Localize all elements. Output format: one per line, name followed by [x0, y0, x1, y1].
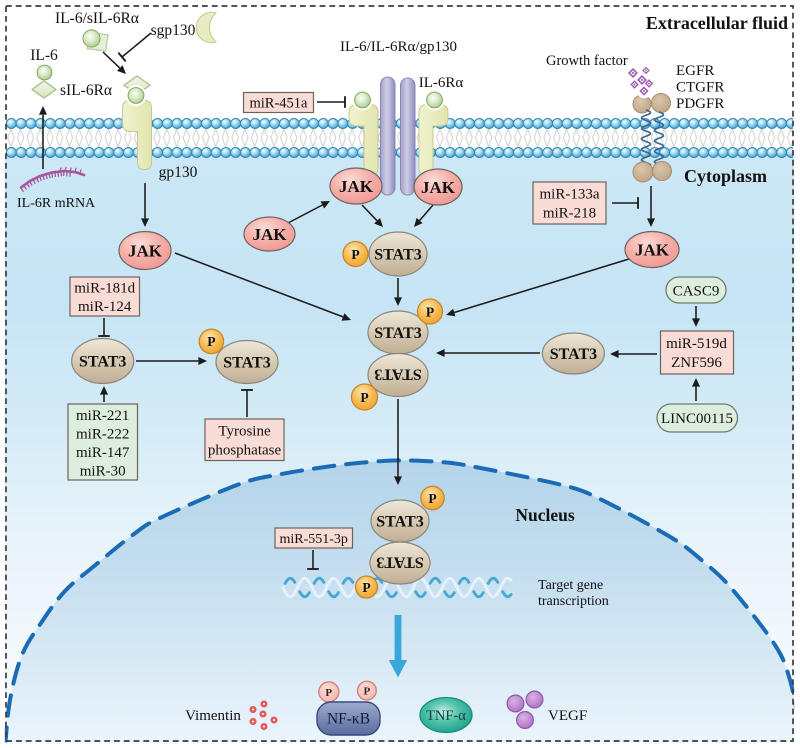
- svg-text:sgp130: sgp130: [151, 22, 196, 39]
- svg-text:transcription: transcription: [538, 594, 609, 609]
- svg-text:miR-147: miR-147: [76, 445, 130, 461]
- svg-text:miR-519d: miR-519d: [666, 336, 727, 352]
- svg-text:IL-6: IL-6: [30, 47, 58, 64]
- svg-text:P: P: [351, 247, 359, 262]
- svg-text:PDGFR: PDGFR: [676, 96, 724, 112]
- svg-text:STAT3: STAT3: [374, 325, 421, 342]
- svg-text:miR-181d: miR-181d: [74, 281, 135, 297]
- svg-text:STAT3: STAT3: [223, 355, 270, 372]
- svg-text:JAK: JAK: [635, 241, 670, 260]
- svg-text:ZNF596: ZNF596: [671, 355, 722, 371]
- svg-text:sIL-6Rα: sIL-6Rα: [60, 82, 112, 99]
- svg-text:miR-218: miR-218: [543, 206, 596, 222]
- svg-text:LINC00115: LINC00115: [661, 411, 733, 427]
- svg-text:P: P: [364, 686, 371, 698]
- svg-text:miR-222: miR-222: [76, 427, 129, 443]
- svg-text:miR-551-3p: miR-551-3p: [279, 532, 347, 547]
- svg-text:NF-κB: NF-κB: [327, 711, 370, 728]
- svg-text:miR-133a: miR-133a: [540, 187, 600, 203]
- svg-text:Vimentin: Vimentin: [185, 708, 241, 724]
- svg-text:P: P: [426, 304, 434, 319]
- svg-text:miR-451a: miR-451a: [250, 96, 309, 112]
- svg-text:Nucleus: Nucleus: [515, 505, 575, 525]
- svg-text:STAT3: STAT3: [374, 366, 421, 383]
- svg-text:Tyrosine: Tyrosine: [218, 424, 271, 440]
- svg-text:STAT3: STAT3: [79, 354, 126, 371]
- svg-text:JAK: JAK: [128, 242, 163, 261]
- svg-text:STAT3: STAT3: [376, 554, 423, 571]
- svg-text:STAT3: STAT3: [374, 247, 421, 264]
- svg-text:P: P: [207, 334, 215, 349]
- svg-text:VEGF: VEGF: [548, 708, 587, 724]
- svg-text:miR-124: miR-124: [78, 299, 132, 315]
- svg-text:P: P: [428, 491, 436, 506]
- svg-text:TNF-α: TNF-α: [426, 708, 466, 724]
- svg-text:IL-6/IL-6Rα/gp130: IL-6/IL-6Rα/gp130: [340, 39, 457, 55]
- svg-text:miR-30: miR-30: [80, 464, 126, 480]
- svg-text:Cytoplasm: Cytoplasm: [684, 166, 767, 186]
- svg-text:STAT3: STAT3: [376, 514, 423, 531]
- svg-text:CASC9: CASC9: [673, 284, 720, 300]
- svg-text:Extracellular fluid: Extracellular fluid: [646, 13, 788, 33]
- svg-text:Growth factor: Growth factor: [546, 53, 628, 69]
- svg-text:P: P: [325, 687, 332, 699]
- svg-text:EGFR: EGFR: [676, 63, 714, 79]
- svg-text:IL-6R mRNA: IL-6R mRNA: [17, 196, 96, 211]
- svg-text:gp130: gp130: [159, 164, 198, 181]
- svg-text:CTGFR: CTGFR: [676, 80, 724, 96]
- svg-text:P: P: [362, 580, 370, 595]
- svg-text:P: P: [360, 390, 368, 405]
- svg-text:miR-221: miR-221: [76, 408, 129, 424]
- svg-text:STAT3: STAT3: [550, 346, 597, 363]
- svg-text:JAK: JAK: [253, 225, 288, 244]
- svg-text:phosphatase: phosphatase: [208, 443, 282, 459]
- svg-text:JAK: JAK: [421, 178, 456, 197]
- svg-text:IL-6Rα: IL-6Rα: [419, 75, 464, 91]
- svg-text:JAK: JAK: [339, 177, 374, 196]
- svg-text:IL-6/sIL-6Rα: IL-6/sIL-6Rα: [55, 10, 139, 27]
- svg-text:Target gene: Target gene: [538, 578, 603, 593]
